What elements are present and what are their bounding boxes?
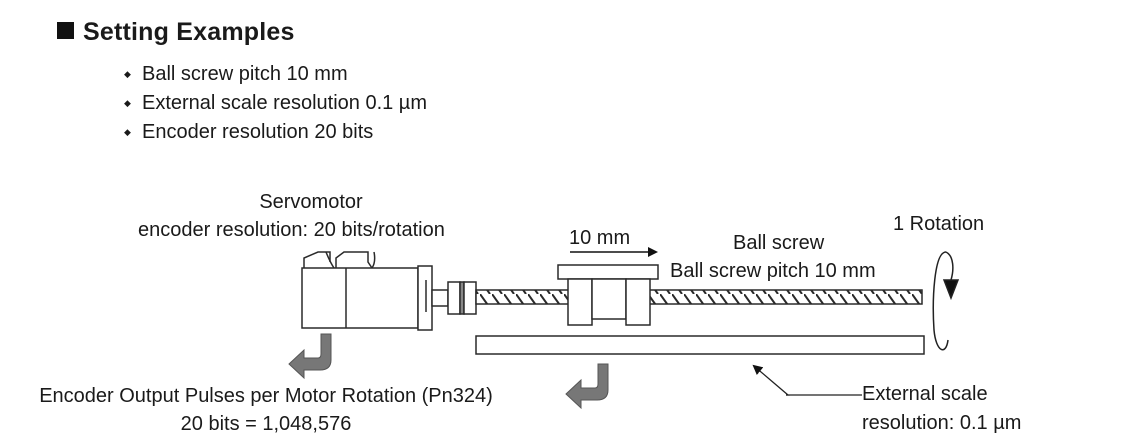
servomotor-label: Servomotor	[259, 191, 363, 213]
section-heading: Setting Examples	[57, 18, 295, 47]
motor-shaft	[431, 289, 449, 307]
motor-cable	[303, 251, 373, 269]
ball-screw-nut	[557, 264, 659, 326]
ball-screw-label: Ball screw	[733, 232, 825, 254]
output-pulses-label: Encoder Output Pulses per Motor Rotation…	[39, 385, 493, 407]
external-scale-leader	[752, 364, 862, 396]
ball-screw-shaft	[475, 289, 923, 305]
encoder-resolution-label: encoder resolution: 20 bits/rotation	[138, 219, 445, 241]
external-scale	[475, 335, 925, 355]
motor-body	[301, 267, 419, 329]
external-scale-label: External scale	[862, 383, 988, 405]
heading-title: Setting Examples	[83, 18, 295, 46]
ball-screw-pitch-label: Ball screw pitch 10 mm	[670, 260, 876, 282]
encoder-output-arrow-icon	[288, 333, 332, 380]
rotation-icon	[932, 251, 960, 351]
square-bullet-icon	[57, 22, 74, 39]
external-scale-resolution-label: resolution: 0.1 µm	[862, 412, 1022, 434]
bullet-external-scale-resolution: External scale resolution 0.1 µm	[124, 89, 427, 118]
travel-distance-label: 10 mm	[569, 227, 631, 249]
bullet-encoder-resolution: Encoder resolution 20 bits	[124, 118, 427, 147]
motor-flange	[417, 265, 433, 331]
bullet-ball-screw-pitch: Ball screw pitch 10 mm	[124, 60, 427, 89]
settings-list: Ball screw pitch 10 mm External scale re…	[124, 60, 427, 147]
output-pulses-value: 20 bits = 1,048,576	[180, 413, 352, 435]
coupling	[447, 281, 461, 315]
servomotor	[301, 251, 477, 331]
rotation-label: 1 Rotation	[893, 213, 985, 235]
scale-output-arrow-icon	[565, 363, 609, 410]
